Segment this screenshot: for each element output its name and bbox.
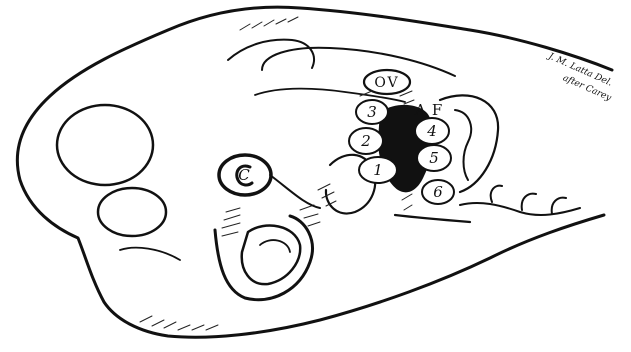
label-af: AF	[414, 101, 448, 119]
label-ov: OV	[374, 75, 399, 91]
label-4: 4	[426, 122, 437, 140]
lower-arch-contour-2	[270, 175, 320, 208]
label-1: 1	[373, 161, 383, 179]
label-5: 5	[429, 149, 439, 167]
hatching-mouth	[222, 205, 320, 236]
af-bracket	[455, 110, 471, 180]
label-2: 2	[360, 132, 371, 150]
nasal-contour	[120, 248, 180, 260]
hatching-bottom	[140, 316, 218, 330]
mouth-inner	[260, 240, 290, 252]
label-3: 3	[367, 103, 377, 121]
optic-vesicle-large	[57, 105, 153, 185]
hatching-top	[240, 17, 298, 30]
label-6: 6	[433, 183, 443, 201]
mouth-opening	[242, 226, 300, 285]
af-region-outline	[440, 95, 498, 192]
brain-contour-upper	[228, 40, 314, 68]
ventral-contour	[395, 215, 470, 222]
brain-contour-middle	[262, 48, 455, 76]
optic-vesicle-small	[98, 188, 166, 236]
dorsal-projections	[460, 186, 580, 215]
label-c: C	[238, 166, 250, 184]
